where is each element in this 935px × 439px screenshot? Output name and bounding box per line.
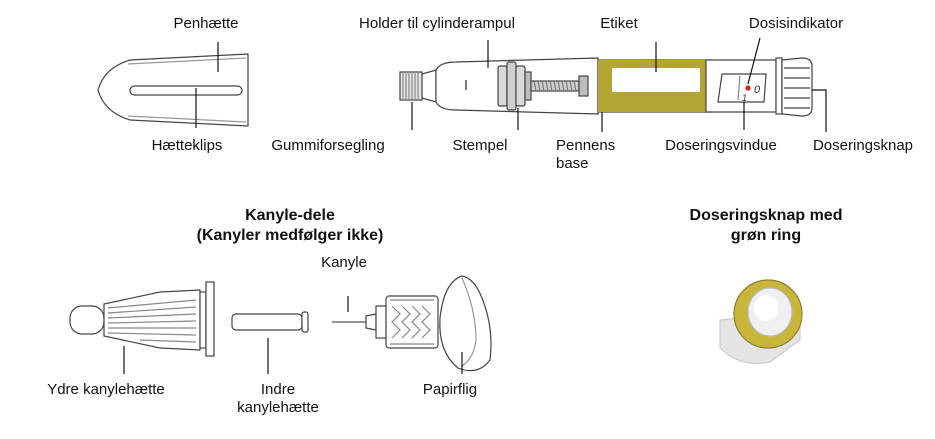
label-needle: Kanyle [321,254,367,271]
dose-window [717,73,767,103]
needle [332,295,439,349]
inner-needle-cap [231,311,309,374]
cartridge-holder [399,40,599,130]
outer-needle-cap [69,281,215,374]
label-cartridge-holder: Holder til cylinderampul [359,15,515,32]
label-etiket: Etiket [600,15,638,32]
dose-indicator-dot [745,85,751,91]
cap-clip [129,85,243,96]
green-knob-title: Doseringsknap med grøn ring [689,207,843,244]
label-plunger: Stempel [452,137,508,154]
green-ring-knob [719,279,803,364]
label-pen-base: Pennens base [556,137,616,172]
label-rubber-seal: Gummiforsegling [271,137,385,154]
pen-cap [97,42,249,128]
label-inner-needle-cap: Indre kanylehætte [237,381,319,416]
label-dose-knob: Doseringsknap [812,137,914,154]
label-dose-window: Doseringsvindue [665,137,777,154]
dose-digit-bottom: 1 [742,93,747,103]
label-paper-tab: Papirflig [422,381,478,398]
paper-tab [439,275,492,374]
dose-knob [775,57,827,132]
needle-parts-title: Kanyle-dele (Kanyler medfølger ikke) [196,207,384,244]
plunger [497,61,589,130]
dose-section [705,37,777,130]
label-outer-needle-cap: Ydre kanylehætte [47,381,165,398]
label-pen-cap: Penhætte [173,15,239,32]
label-cap-clip: Hætteklips [151,137,223,154]
label-dose-indicator: Dosisindikator [748,15,844,32]
dose-digit-top: 0 [754,84,761,96]
pen-base [597,42,713,132]
